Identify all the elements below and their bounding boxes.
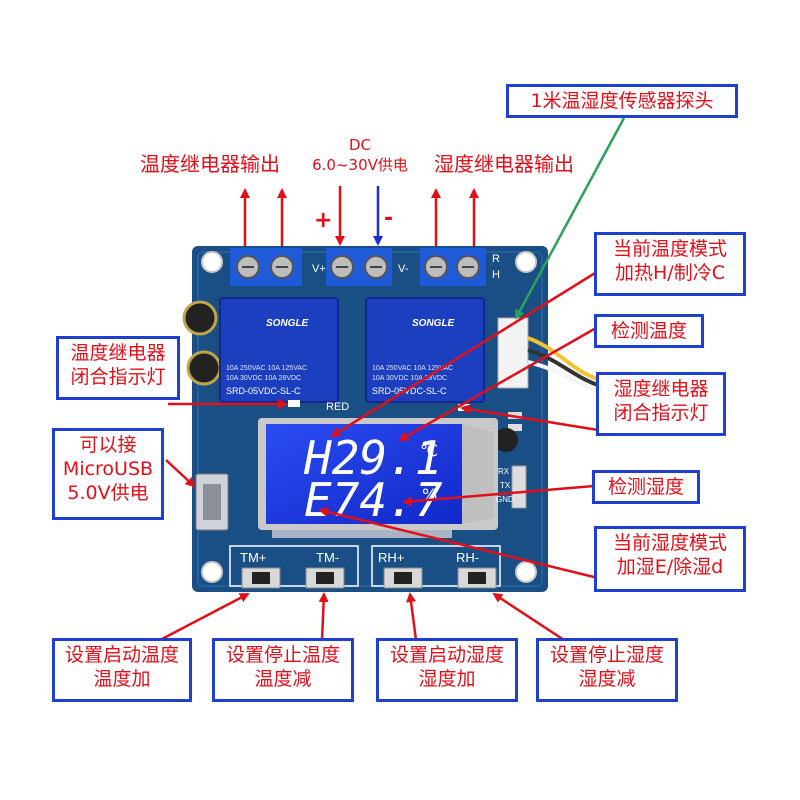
callout-text: 5.0V供电 bbox=[67, 482, 149, 504]
callout-text: 设置启动湿度 bbox=[389, 644, 504, 666]
arrow-rh-minus bbox=[492, 592, 565, 642]
callout-text: 检测湿度 bbox=[607, 476, 684, 498]
led-temp-relay bbox=[288, 400, 300, 407]
callout-text: 当前温度模式 bbox=[612, 238, 727, 260]
callout-sensor-probe: 1米温湿度传感器探头 bbox=[506, 84, 738, 118]
label-plus: + bbox=[314, 208, 333, 233]
label-minus: - bbox=[384, 206, 394, 231]
callout-text: 设置启动温度 bbox=[64, 644, 179, 666]
callout-text: MicroUSB bbox=[62, 458, 154, 480]
relay-humidity: SONGLE 10A 250VAC 10A 125VAC 10A 30VDC 1… bbox=[365, 297, 485, 403]
button-tm-minus[interactable] bbox=[305, 567, 345, 589]
callout-text: 加湿E/除湿d bbox=[616, 556, 724, 578]
callout-text: 设置停止温度 bbox=[225, 644, 340, 666]
callout-detect-temp: 检测温度 bbox=[594, 314, 704, 348]
label-dc: DC bbox=[348, 136, 372, 154]
button-tm-plus[interactable] bbox=[241, 567, 281, 589]
silk-tx: TX bbox=[500, 481, 511, 490]
callout-temp-relay-led: 温度继电器 闭合指示灯 bbox=[56, 336, 180, 400]
silk-tm-minus: TM- bbox=[316, 550, 339, 565]
callout-text: 可以接 bbox=[79, 434, 137, 456]
terminal-block-dc bbox=[326, 248, 392, 286]
arrow-tm-plus bbox=[159, 592, 250, 642]
relay-spec: 10A 250VAC 10A 125VAC bbox=[226, 365, 307, 372]
relay-brand: SONGLE bbox=[266, 318, 309, 329]
silk-gnd: GND bbox=[496, 495, 514, 504]
callout-text: 湿度减 bbox=[578, 668, 636, 690]
callout-tm-minus: 设置停止温度 温度减 bbox=[212, 638, 354, 702]
silk-r: R bbox=[492, 253, 500, 265]
relay-model: SRD-05VDC-SL-C bbox=[372, 386, 447, 396]
button-rh-plus[interactable] bbox=[383, 567, 423, 589]
callout-hum-relay-led: 湿度继电器 闭合指示灯 bbox=[596, 372, 726, 436]
callout-hum-mode: 当前湿度模式 加湿E/除湿d bbox=[594, 526, 746, 592]
callout-rh-plus: 设置启动湿度 湿度加 bbox=[376, 638, 518, 702]
relay-spec: 10A 30VDC 10A 28VDC bbox=[372, 375, 447, 382]
callout-text: 当前湿度模式 bbox=[612, 532, 727, 554]
label-dc-voltage: 6.0~30V供电 bbox=[312, 156, 408, 174]
arrow-usb bbox=[165, 459, 196, 488]
arrow-detect-temp bbox=[398, 326, 597, 442]
callout-detect-humidity: 检测湿度 bbox=[592, 470, 700, 504]
mount-hole bbox=[201, 561, 223, 583]
serial-header: RX TX GND bbox=[496, 465, 527, 509]
callout-text: 温度加 bbox=[93, 668, 151, 690]
callout-text: 温度继电器 bbox=[70, 342, 166, 364]
silk-v-plus: V+ bbox=[312, 263, 326, 275]
arrow-detect-humidity bbox=[402, 484, 595, 507]
callout-text: 湿度继电器 bbox=[613, 378, 709, 400]
silk-v-minus: V- bbox=[398, 263, 409, 275]
silk-tm-plus: TM+ bbox=[240, 550, 266, 565]
silk-rx: RX bbox=[498, 467, 510, 476]
terminal-block-humidity bbox=[420, 248, 486, 286]
label-temp-relay-output: 温度继电器输出 bbox=[140, 152, 280, 176]
callout-text: 温度减 bbox=[254, 668, 312, 690]
capacitor bbox=[186, 350, 222, 386]
arrow-hum-mode bbox=[318, 507, 599, 580]
mount-hole bbox=[201, 251, 223, 273]
callout-text: 闭合指示灯 bbox=[70, 366, 166, 388]
callout-micro-usb: 可以接 MicroUSB 5.0V供电 bbox=[52, 428, 164, 520]
arrow-temp-mode bbox=[330, 268, 601, 438]
callout-text: 闭合指示灯 bbox=[613, 402, 709, 424]
relay-model: SRD-05VDC-SL-C bbox=[226, 386, 301, 396]
micro-usb-port bbox=[195, 473, 229, 531]
relay-spec: 10A 250VAC 10A 125VAC bbox=[372, 365, 453, 372]
lcd-pins bbox=[272, 530, 452, 538]
silk-red: RED bbox=[326, 401, 349, 413]
callout-text: 检测温度 bbox=[610, 320, 687, 342]
callout-text: 设置停止湿度 bbox=[549, 644, 664, 666]
callout-text: 加热H/制冷C bbox=[615, 262, 725, 284]
arrow-sensor-probe bbox=[514, 117, 626, 320]
arrow-rh-plus bbox=[406, 592, 418, 641]
relay-spec: 10A 30VDC 10A 28VDC bbox=[226, 375, 301, 382]
silk-rh-minus: RH- bbox=[456, 550, 479, 565]
annotation-arrows bbox=[159, 117, 626, 642]
callout-tm-plus: 设置启动温度 温度加 bbox=[52, 638, 192, 702]
mount-hole bbox=[515, 251, 537, 273]
terminal-block-temp bbox=[230, 248, 302, 286]
callout-text: 湿度加 bbox=[418, 668, 476, 690]
label-humidity-relay-output: 湿度继电器输出 bbox=[434, 152, 574, 176]
mount-hole bbox=[515, 561, 537, 583]
relay-brand: SONGLE bbox=[412, 318, 455, 329]
callout-temp-mode: 当前温度模式 加热H/制冷C bbox=[594, 232, 746, 296]
capacitor bbox=[182, 300, 218, 336]
silk-h: H bbox=[492, 269, 500, 281]
arrow-hum-relay-led bbox=[460, 404, 599, 432]
arrow-tm-minus bbox=[318, 592, 329, 641]
button-rh-minus[interactable] bbox=[457, 567, 497, 589]
silk-rh-plus: RH+ bbox=[378, 550, 404, 565]
lcd-line-temperature: H29.1 bbox=[303, 431, 442, 485]
lcd-unit-celsius: ℃ bbox=[420, 441, 438, 460]
relay-temp: SONGLE 10A 250VAC 10A 125VAC 10A 30VDC 1… bbox=[219, 297, 339, 403]
callout-text: 1米温湿度传感器探头 bbox=[530, 90, 714, 112]
lcd-display: H29.1 ℃ E74.7 % bbox=[258, 418, 498, 530]
buzzer bbox=[494, 428, 518, 452]
callout-rh-minus: 设置停止湿度 湿度减 bbox=[536, 638, 678, 702]
